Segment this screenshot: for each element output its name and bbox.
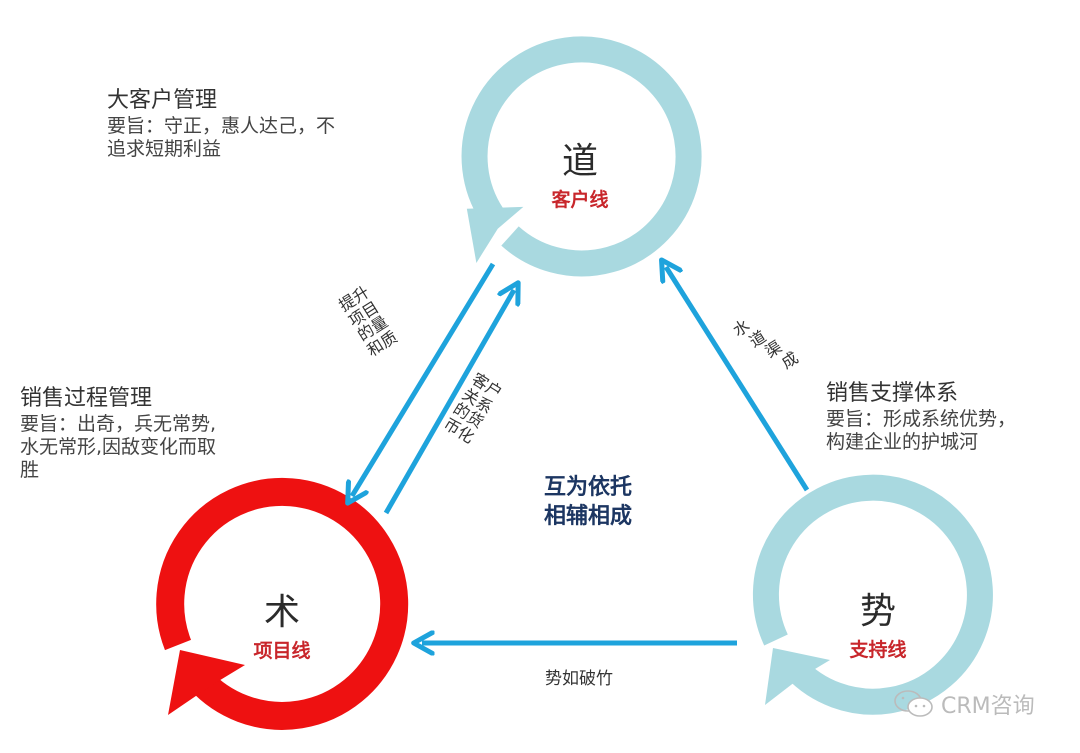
sales-support-line1: 要旨：形成系统优势， [826, 407, 1017, 430]
sales-process-line2: 水无常形,因敌变化而取 [20, 436, 217, 458]
arrow-shi-to-dao [666, 267, 810, 492]
sales-process-line3: 胜 [20, 459, 40, 482]
sales-support-line2: 构建企业的护城河 [826, 431, 979, 453]
node-dao-char: 道 [561, 141, 598, 182]
key-account-line1: 要旨：守正，惠人达己，不 [107, 114, 336, 137]
node-shu-sub: 项目线 [253, 640, 311, 662]
watermark-text: CRM咨询 [941, 694, 1035, 719]
wechat-icon [894, 690, 933, 717]
edge-label-shi-to-shu: 势如破竹 [545, 669, 613, 689]
node-shi-char: 势 [859, 591, 896, 632]
arrow-dao-to-shu [352, 262, 496, 496]
center-motto: 互为依托 相辅相成 [518, 474, 658, 531]
node-shu-char: 术 [263, 592, 300, 633]
sales-support-title: 销售支撑体系 [826, 381, 959, 406]
watermark: CRM咨询 [893, 688, 1035, 720]
key-account-block: 大客户管理 要旨：守正，惠人达己，不 追求短期利益 [107, 88, 335, 161]
motto-line2: 相辅相成 [543, 503, 632, 529]
key-account-line2: 追求短期利益 [107, 138, 222, 160]
shu-ring-arrow [156, 477, 409, 730]
dao-ring-arrow [461, 36, 702, 277]
sales-support-block: 销售支撑体系 要旨：形成系统优势， 构建企业的护城河 [826, 381, 1016, 454]
sales-process-block: 销售过程管理 要旨：出奇，兵无常势, 水无常形,因敌变化而取 胜 [20, 386, 216, 482]
arrow-shu-to-dao [383, 290, 514, 515]
node-shi-sub: 支持线 [849, 639, 907, 661]
shi-ring-arrow [753, 474, 993, 715]
motto-line1: 互为依托 [543, 475, 632, 500]
key-account-title: 大客户管理 [107, 88, 218, 113]
node-dao-sub: 客户线 [551, 189, 609, 211]
sales-process-line1: 要旨：出奇，兵无常势, [20, 412, 217, 435]
sales-process-title: 销售过程管理 [20, 386, 153, 411]
